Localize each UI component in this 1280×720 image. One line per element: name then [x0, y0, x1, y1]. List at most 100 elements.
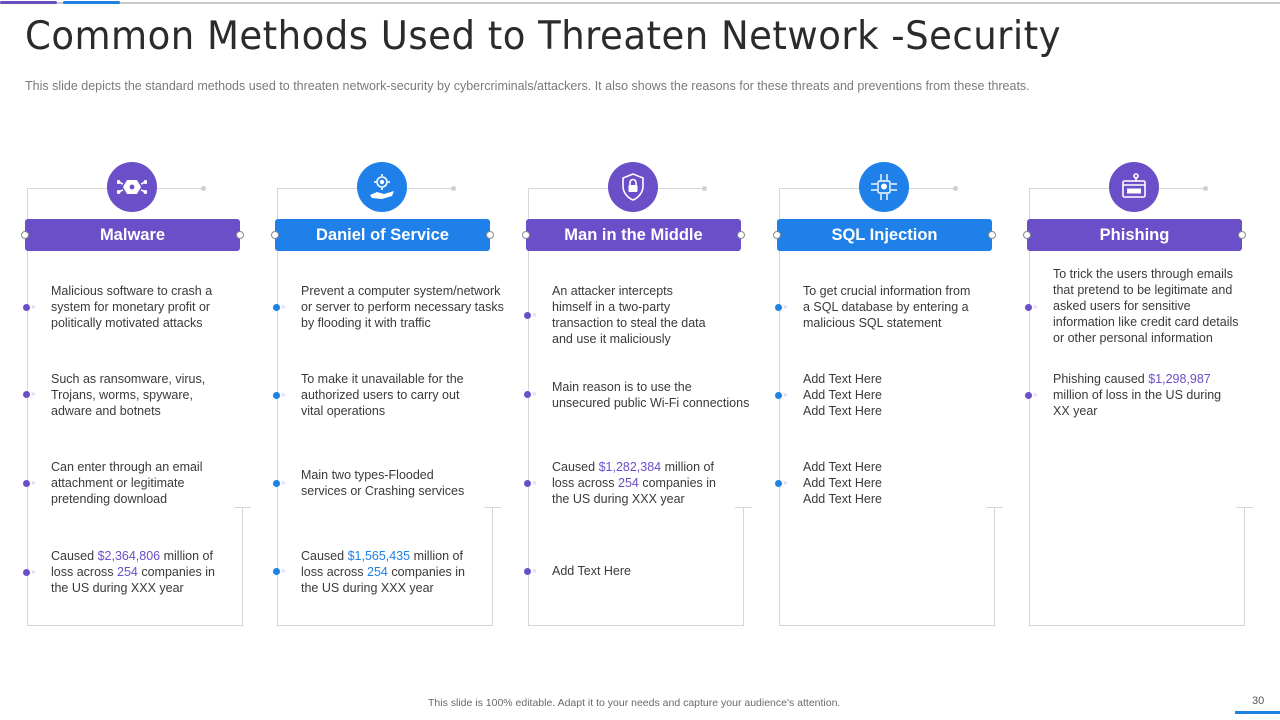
- frame-line: [242, 507, 243, 626]
- virus-chip-icon: [107, 162, 157, 212]
- bullet-dot-icon: [273, 480, 280, 487]
- frame-dot: [201, 186, 206, 191]
- method-column-phishing: Phishing » To trick the users through ema…: [1023, 160, 1277, 630]
- frame-line: [27, 625, 243, 626]
- frame-line: [277, 188, 278, 626]
- chevron-right-icon: »: [532, 310, 537, 319]
- connector-knob: [21, 231, 29, 239]
- item-text-part: companies in the US during XXX year: [301, 565, 465, 595]
- page-number-bar: [1235, 711, 1280, 714]
- frame-dot: [1203, 186, 1208, 191]
- item-text-part: Caused: [51, 549, 98, 563]
- password-hook-icon: [1109, 162, 1159, 212]
- frame-line: [234, 507, 251, 508]
- chevron-right-icon: »: [783, 302, 788, 311]
- item-text-part: Caused: [552, 460, 599, 474]
- bullet-dot-icon: [524, 568, 531, 575]
- gear-hand-icon: [357, 162, 407, 212]
- connector-knob: [737, 231, 745, 239]
- frame-line: [27, 188, 28, 626]
- item-text: Add Text Here Add Text Here Add Text Her…: [803, 371, 882, 419]
- connector-knob: [522, 231, 530, 239]
- chevron-right-icon: »: [31, 478, 36, 487]
- chevron-right-icon: »: [281, 302, 286, 311]
- item-text: To get crucial information from a SQL da…: [803, 283, 970, 331]
- bullet-dot-icon: [23, 569, 30, 576]
- method-header: Man in the Middle: [526, 219, 741, 251]
- company-count: 254: [618, 476, 639, 490]
- bullet-dot-icon: [524, 480, 531, 487]
- item-text: Add Text Here Add Text Here Add Text Her…: [803, 459, 882, 507]
- bullet-dot-icon: [524, 312, 531, 319]
- chevron-right-icon: »: [31, 389, 36, 398]
- top-accent-line: [0, 1, 1280, 4]
- skull-chip-icon: [859, 162, 909, 212]
- chevron-right-icon: »: [281, 478, 286, 487]
- top-accent-blue: [63, 1, 120, 4]
- item-text: Caused $1,282,384 million of loss across…: [552, 459, 716, 507]
- chevron-right-icon: »: [783, 478, 788, 487]
- frame-line: [994, 507, 995, 626]
- loss-amount: $1,282,384: [598, 460, 662, 474]
- frame-line: [743, 507, 744, 626]
- item-text-part: Main two types-Flooded services or Crash…: [301, 468, 465, 498]
- loss-amount: $1,298,987: [1148, 372, 1211, 386]
- bullet-dot-icon: [1025, 392, 1032, 399]
- item-text-part: Main reason is to use the unsecured publ…: [552, 380, 750, 410]
- bullet-dot-icon: [775, 392, 782, 399]
- method-header: Daniel of Service: [275, 219, 490, 251]
- method-column-malware: Malware »Malicious software to crash a s…: [21, 160, 275, 630]
- item-text: Caused $2,364,806 million of loss across…: [51, 548, 215, 596]
- frame-line: [1244, 507, 1245, 626]
- connector-knob: [1238, 231, 1246, 239]
- frame-line: [484, 507, 501, 508]
- page-number: 30: [1252, 695, 1265, 707]
- page-title: Common Methods Used to Threaten Network …: [25, 14, 1062, 59]
- top-accent-purple: [0, 1, 57, 4]
- frame-line: [277, 625, 493, 626]
- item-text-part: companies in the US during XXX year: [552, 476, 716, 506]
- shield-lock-icon: [608, 162, 658, 212]
- chevron-right-icon: »: [532, 389, 537, 398]
- item-text: Such as ransomware, virus, Trojans, worm…: [51, 371, 205, 419]
- connector-knob: [486, 231, 494, 239]
- item-text-part: To make it unavailable for the authorize…: [301, 372, 464, 418]
- item-text-part: companies in the US during XXX year: [51, 565, 215, 595]
- footer-note: This slide is 100% editable. Adapt it to…: [428, 697, 841, 709]
- item-text: An attacker intercepts himself in a two-…: [552, 283, 706, 347]
- frame-line: [986, 507, 1003, 508]
- frame-dot: [451, 186, 456, 191]
- item-text-part: million of loss across: [552, 460, 714, 490]
- item-text-part: To get crucial information from a SQL da…: [803, 284, 971, 330]
- connector-knob: [1023, 231, 1031, 239]
- item-text: Add Text Here: [552, 563, 631, 579]
- bullet-dot-icon: [524, 391, 531, 398]
- chevron-right-icon: »: [1033, 390, 1038, 399]
- item-text-part: Such as ransomware, virus, Trojans, worm…: [51, 372, 206, 418]
- bullet-dot-icon: [273, 568, 280, 575]
- company-count: 254: [117, 565, 138, 579]
- bullet-dot-icon: [23, 304, 30, 311]
- chevron-right-icon: »: [281, 566, 286, 575]
- chevron-right-icon: »: [532, 566, 537, 575]
- connector-knob: [271, 231, 279, 239]
- bullet-dot-icon: [23, 480, 30, 487]
- item-text-part: An attacker intercepts himself in a two-…: [552, 284, 706, 346]
- item-text: Can enter through an email attachment or…: [51, 459, 202, 507]
- frame-line: [528, 625, 744, 626]
- frame-dot: [702, 186, 707, 191]
- method-header: Malware: [25, 219, 240, 251]
- connector-knob: [236, 231, 244, 239]
- chevron-right-icon: »: [281, 390, 286, 399]
- item-text: Prevent a computer system/network or ser…: [301, 283, 504, 331]
- method-header: Phishing: [1027, 219, 1242, 251]
- item-text-part: Phishing caused: [1053, 372, 1149, 386]
- bullet-dot-icon: [273, 304, 280, 311]
- bullet-dot-icon: [273, 392, 280, 399]
- loss-amount: $2,364,806: [97, 549, 161, 563]
- frame-line: [735, 507, 752, 508]
- item-text: To trick the users through emails that p…: [1053, 266, 1239, 346]
- item-text-part: Add Text Here: [552, 564, 631, 578]
- chevron-right-icon: »: [532, 478, 537, 487]
- item-text-part: Add Text Here Add Text Here Add Text Her…: [803, 372, 882, 418]
